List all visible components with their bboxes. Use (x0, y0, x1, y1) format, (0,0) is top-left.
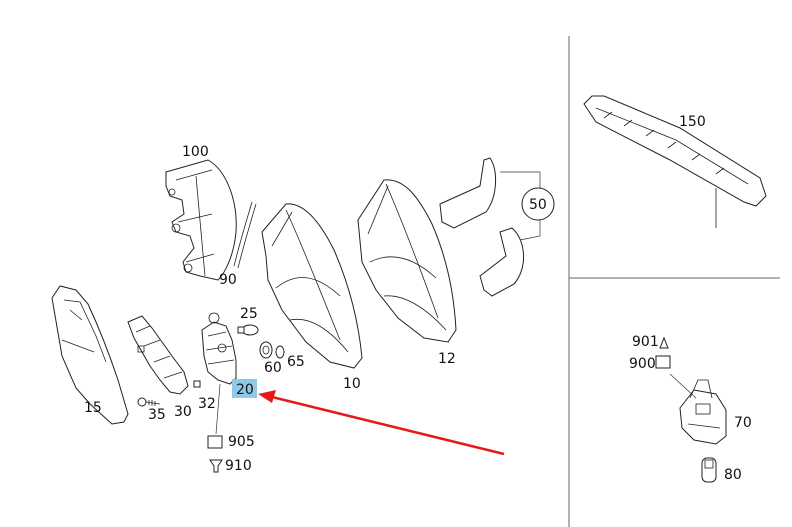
callout-70[interactable]: 70 (734, 415, 752, 431)
part-50-trim[interactable] (439, 157, 541, 297)
part-12-tail-lamp[interactable] (357, 179, 457, 343)
callout-35[interactable]: 35 (148, 407, 166, 423)
callout-25[interactable]: 25 (240, 306, 258, 322)
callout-20-highlight (232, 379, 257, 398)
callout-905[interactable]: 905 (228, 434, 255, 450)
callout-20[interactable]: 20 (236, 382, 254, 398)
callout-circle-50 (521, 187, 555, 221)
part-80-socket[interactable] (701, 457, 717, 483)
part-910-pin[interactable] (209, 459, 223, 473)
callout-50[interactable]: 50 (529, 197, 547, 213)
part-900-connector[interactable] (655, 355, 671, 369)
callout-900[interactable]: 900 (629, 356, 656, 372)
part-32-clip[interactable] (193, 380, 201, 388)
callout-910[interactable]: 910 (225, 458, 252, 474)
part-65-ring[interactable] (275, 345, 285, 359)
part-10-tail-lamp[interactable] (261, 203, 363, 369)
callout-10[interactable]: 10 (343, 376, 361, 392)
part-905-connector[interactable] (207, 435, 223, 449)
callout-12[interactable]: 12 (438, 351, 456, 367)
callout-80[interactable]: 80 (724, 467, 742, 483)
part-25-bulb[interactable] (237, 324, 259, 336)
callout-100[interactable]: 100 (182, 144, 209, 160)
part-150-brake-light[interactable] (583, 95, 767, 228)
callout-15[interactable]: 15 (84, 400, 102, 416)
part-20-bulb-holder[interactable] (201, 312, 237, 385)
part-60-ring[interactable] (259, 341, 273, 359)
callout-60[interactable]: 60 (264, 360, 282, 376)
callout-32[interactable]: 32 (198, 396, 216, 412)
callout-65[interactable]: 65 (287, 354, 305, 370)
callout-90[interactable]: 90 (219, 272, 237, 288)
part-30-mount[interactable] (127, 315, 189, 395)
callout-901[interactable]: 901 (632, 334, 659, 350)
pointer-arrow (258, 390, 505, 456)
part-15-cover[interactable] (51, 285, 129, 425)
part-70-lamp-assembly[interactable] (669, 373, 727, 445)
part-35-screw[interactable] (137, 397, 161, 407)
callout-30[interactable]: 30 (174, 404, 192, 420)
part-100-bracket[interactable] (165, 159, 237, 281)
part-90-strip[interactable] (233, 201, 257, 269)
leader-20 (215, 383, 221, 435)
part-901-cap[interactable] (659, 336, 669, 349)
callout-150[interactable]: 150 (679, 114, 706, 130)
